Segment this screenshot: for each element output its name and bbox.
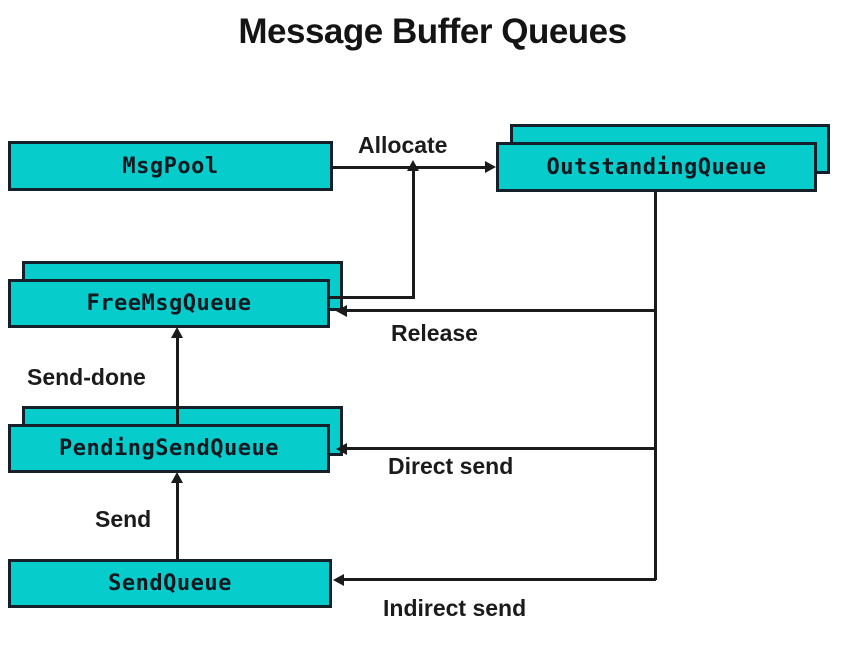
edge-allocate-arrowhead — [485, 161, 496, 173]
freemsgqueue-box-front — [8, 279, 330, 328]
edge-indirect-send-label: Indirect send — [383, 595, 527, 621]
edge-direct-send-label: Direct send — [388, 453, 514, 479]
edge-release-hline — [345, 309, 656, 312]
edge-refill-hline — [330, 296, 415, 299]
edge-direct-send-hline — [345, 447, 656, 450]
edge-release-label: Release — [391, 320, 478, 346]
edge-send-done-vline — [176, 336, 179, 451]
edge-trunk-vline — [654, 192, 657, 580]
edge-refill-arrowhead — [407, 160, 419, 171]
outstandingqueue-box-front — [496, 142, 817, 192]
page-title: Message Buffer Queues — [238, 12, 627, 51]
edge-send-vline — [176, 481, 179, 564]
edge-send-done-arrowhead — [171, 327, 183, 338]
sendqueue-box — [8, 559, 332, 608]
edge-allocate-label: Allocate — [358, 132, 448, 158]
msgpool-box — [8, 141, 333, 191]
edge-release-arrowhead — [336, 305, 347, 317]
edge-refill-vline — [412, 168, 415, 299]
edge-send-done-label: Send-done — [27, 364, 146, 390]
edge-send-label: Send — [95, 506, 152, 532]
edge-indirect-send-hline — [342, 578, 656, 581]
edge-send-arrowhead — [171, 472, 183, 483]
edge-indirect-send-arrowhead — [333, 574, 344, 586]
edge-direct-send-arrowhead — [336, 443, 347, 455]
pendingsendqueue-box-front — [8, 424, 330, 473]
